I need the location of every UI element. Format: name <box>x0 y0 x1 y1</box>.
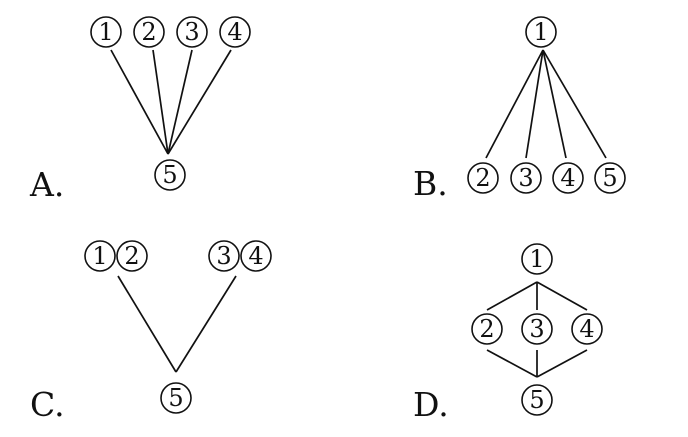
svg-text:1: 1 <box>98 18 113 46</box>
edge-a1-a5 <box>110 49 169 155</box>
node-a3: 3 <box>176 16 208 48</box>
edge-c12-c5 <box>117 275 177 373</box>
edge-d1-d2 <box>486 281 538 311</box>
svg-text:3: 3 <box>184 18 199 46</box>
svg-text:5: 5 <box>168 384 183 412</box>
edge-b1-b2 <box>485 49 544 159</box>
node-c5: 5 <box>160 382 192 414</box>
node-c1: 1 <box>84 240 116 272</box>
svg-text:5: 5 <box>529 386 544 414</box>
svg-text:5: 5 <box>602 164 617 192</box>
edge-b1-b3 <box>525 49 544 159</box>
node-a1: 1 <box>90 16 122 48</box>
svg-text:3: 3 <box>216 242 231 270</box>
node-a4: 4 <box>219 16 251 48</box>
edge-b1-b5 <box>542 49 607 159</box>
option-c: C. 1 2 3 4 5 <box>30 240 272 424</box>
svg-text:4: 4 <box>560 164 575 192</box>
node-b3: 3 <box>510 162 542 194</box>
option-b-label: B. <box>413 164 448 203</box>
svg-text:2: 2 <box>124 242 139 270</box>
svg-text:4: 4 <box>248 242 263 270</box>
svg-text:5: 5 <box>162 161 177 189</box>
svg-text:4: 4 <box>579 315 594 343</box>
option-d-label: D. <box>413 385 449 424</box>
svg-text:1: 1 <box>529 245 544 273</box>
node-d5: 5 <box>521 384 553 416</box>
edge-a4-a5 <box>167 49 232 155</box>
node-d2: 2 <box>471 313 503 345</box>
svg-text:2: 2 <box>479 315 494 343</box>
node-b5: 5 <box>594 162 626 194</box>
node-b2: 2 <box>467 162 499 194</box>
edge-a3-a5 <box>167 49 193 155</box>
node-c3: 3 <box>208 240 240 272</box>
svg-text:1: 1 <box>533 18 548 46</box>
option-d: D. 1 2 3 4 5 <box>413 243 603 424</box>
svg-text:4: 4 <box>227 18 242 46</box>
svg-text:3: 3 <box>518 164 533 192</box>
node-d3: 3 <box>521 313 553 345</box>
node-a2: 2 <box>133 16 165 48</box>
edge-b1-b4 <box>542 49 567 159</box>
svg-text:3: 3 <box>529 315 544 343</box>
edge-d4-d5 <box>536 349 588 378</box>
option-a: A. 1 2 3 4 5 <box>29 16 251 204</box>
option-b: B. 1 2 3 4 5 <box>413 16 626 203</box>
node-c2: 2 <box>116 240 148 272</box>
node-b4: 4 <box>552 162 584 194</box>
edge-d2-d5 <box>486 349 538 378</box>
edge-d1-d4 <box>536 281 588 311</box>
node-d4: 4 <box>571 313 603 345</box>
node-b1: 1 <box>525 16 557 48</box>
edge-a2-a5 <box>152 49 169 155</box>
option-c-label: C. <box>30 385 65 424</box>
svg-text:2: 2 <box>141 18 156 46</box>
node-a5: 5 <box>154 159 186 191</box>
option-a-label: A. <box>29 165 64 204</box>
svg-text:1: 1 <box>92 242 107 270</box>
node-d1: 1 <box>521 243 553 275</box>
svg-text:2: 2 <box>475 164 490 192</box>
edge-c34-c5 <box>175 275 237 373</box>
node-c4: 4 <box>240 240 272 272</box>
